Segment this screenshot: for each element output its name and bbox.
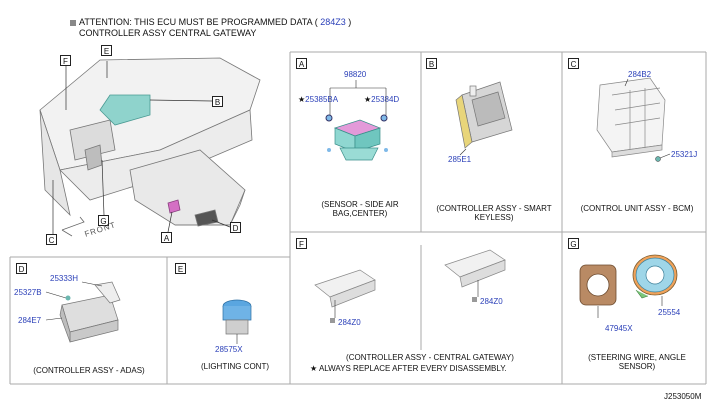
panel-g-tag: G	[568, 238, 579, 249]
panel-e-caption: (LIGHTING CONT)	[201, 362, 269, 371]
star-icon: ★	[298, 95, 306, 104]
panel-g-caption: (STEERING WIRE, ANGLE SENSOR)	[588, 353, 686, 371]
panel-a-caption: (SENSOR - SIDE AIR BAG,CENTER)	[321, 200, 399, 218]
part-number-47945x[interactable]: 47945X	[605, 324, 633, 333]
overview-tag-c[interactable]: C	[46, 234, 57, 245]
panel-c-tag: C	[568, 58, 579, 69]
panel-d-tag: D	[16, 263, 27, 274]
star-icon: ★	[310, 364, 318, 373]
part-number-25333h[interactable]: 25333H	[50, 274, 79, 283]
part-number-25384d[interactable]: 25384D	[371, 95, 400, 104]
overview-tag-a[interactable]: A	[161, 232, 172, 243]
part-number-284z0-left[interactable]: 284Z0	[338, 318, 361, 327]
part-number-284b2[interactable]: 284B2	[628, 70, 652, 79]
overview-tag-b[interactable]: B	[212, 96, 223, 107]
panel-f-tag: F	[296, 238, 307, 249]
overview-tag-d[interactable]: D	[230, 222, 241, 233]
part-number-284z0-right[interactable]: 284Z0	[480, 297, 503, 306]
panel-d-caption: (CONTROLLER ASSY - ADAS)	[33, 366, 145, 375]
part-number-25327b[interactable]: 25327B	[14, 288, 42, 297]
panel-f-note: ★ ALWAYS REPLACE AFTER EVERY DISASSEMBLY…	[310, 364, 507, 373]
diagram-code: J253050M	[664, 392, 702, 401]
star-icon: ★	[364, 95, 372, 104]
part-number-98820[interactable]: 98820	[344, 70, 367, 79]
panel-f-caption: (CONTROLLER ASSY - CENTRAL GATEWAY)	[346, 353, 514, 362]
attention-header: ATTENTION: THIS ECU MUST BE PROGRAMMED D…	[70, 17, 351, 28]
panel-e-tag: E	[175, 263, 186, 274]
part-number-25385ba[interactable]: 25385BA	[305, 95, 339, 104]
header-subtitle: CONTROLLER ASSY CENTRAL GATEWAY	[79, 28, 257, 38]
panel-c-caption: (CONTROL UNIT ASSY - BCM)	[580, 204, 694, 213]
part-number-28575x[interactable]: 28575X	[215, 345, 243, 354]
star-label-right: ★25384D	[364, 95, 399, 104]
part-number-285e1[interactable]: 285E1	[448, 155, 472, 164]
overview-tag-f[interactable]: F	[60, 55, 71, 66]
overview-tag-e[interactable]: E	[101, 45, 112, 56]
overview-tag-g[interactable]: G	[98, 215, 109, 226]
square-bullet-icon	[70, 19, 76, 26]
attention-text: ATTENTION: THIS ECU MUST BE PROGRAMMED D…	[79, 17, 318, 27]
panel-b-tag: B	[426, 58, 437, 69]
panel-b-caption: (CONTROLLER ASSY - SMART KEYLESS)	[436, 204, 552, 222]
part-number-25321j[interactable]: 25321J	[671, 150, 698, 159]
part-number-25554[interactable]: 25554	[658, 308, 681, 317]
part-number-284z3[interactable]: 284Z3	[320, 17, 346, 27]
star-label-left: ★25385BA	[298, 95, 338, 104]
part-number-284e7[interactable]: 284E7	[18, 316, 42, 325]
panel-a-tag: A	[296, 58, 307, 69]
